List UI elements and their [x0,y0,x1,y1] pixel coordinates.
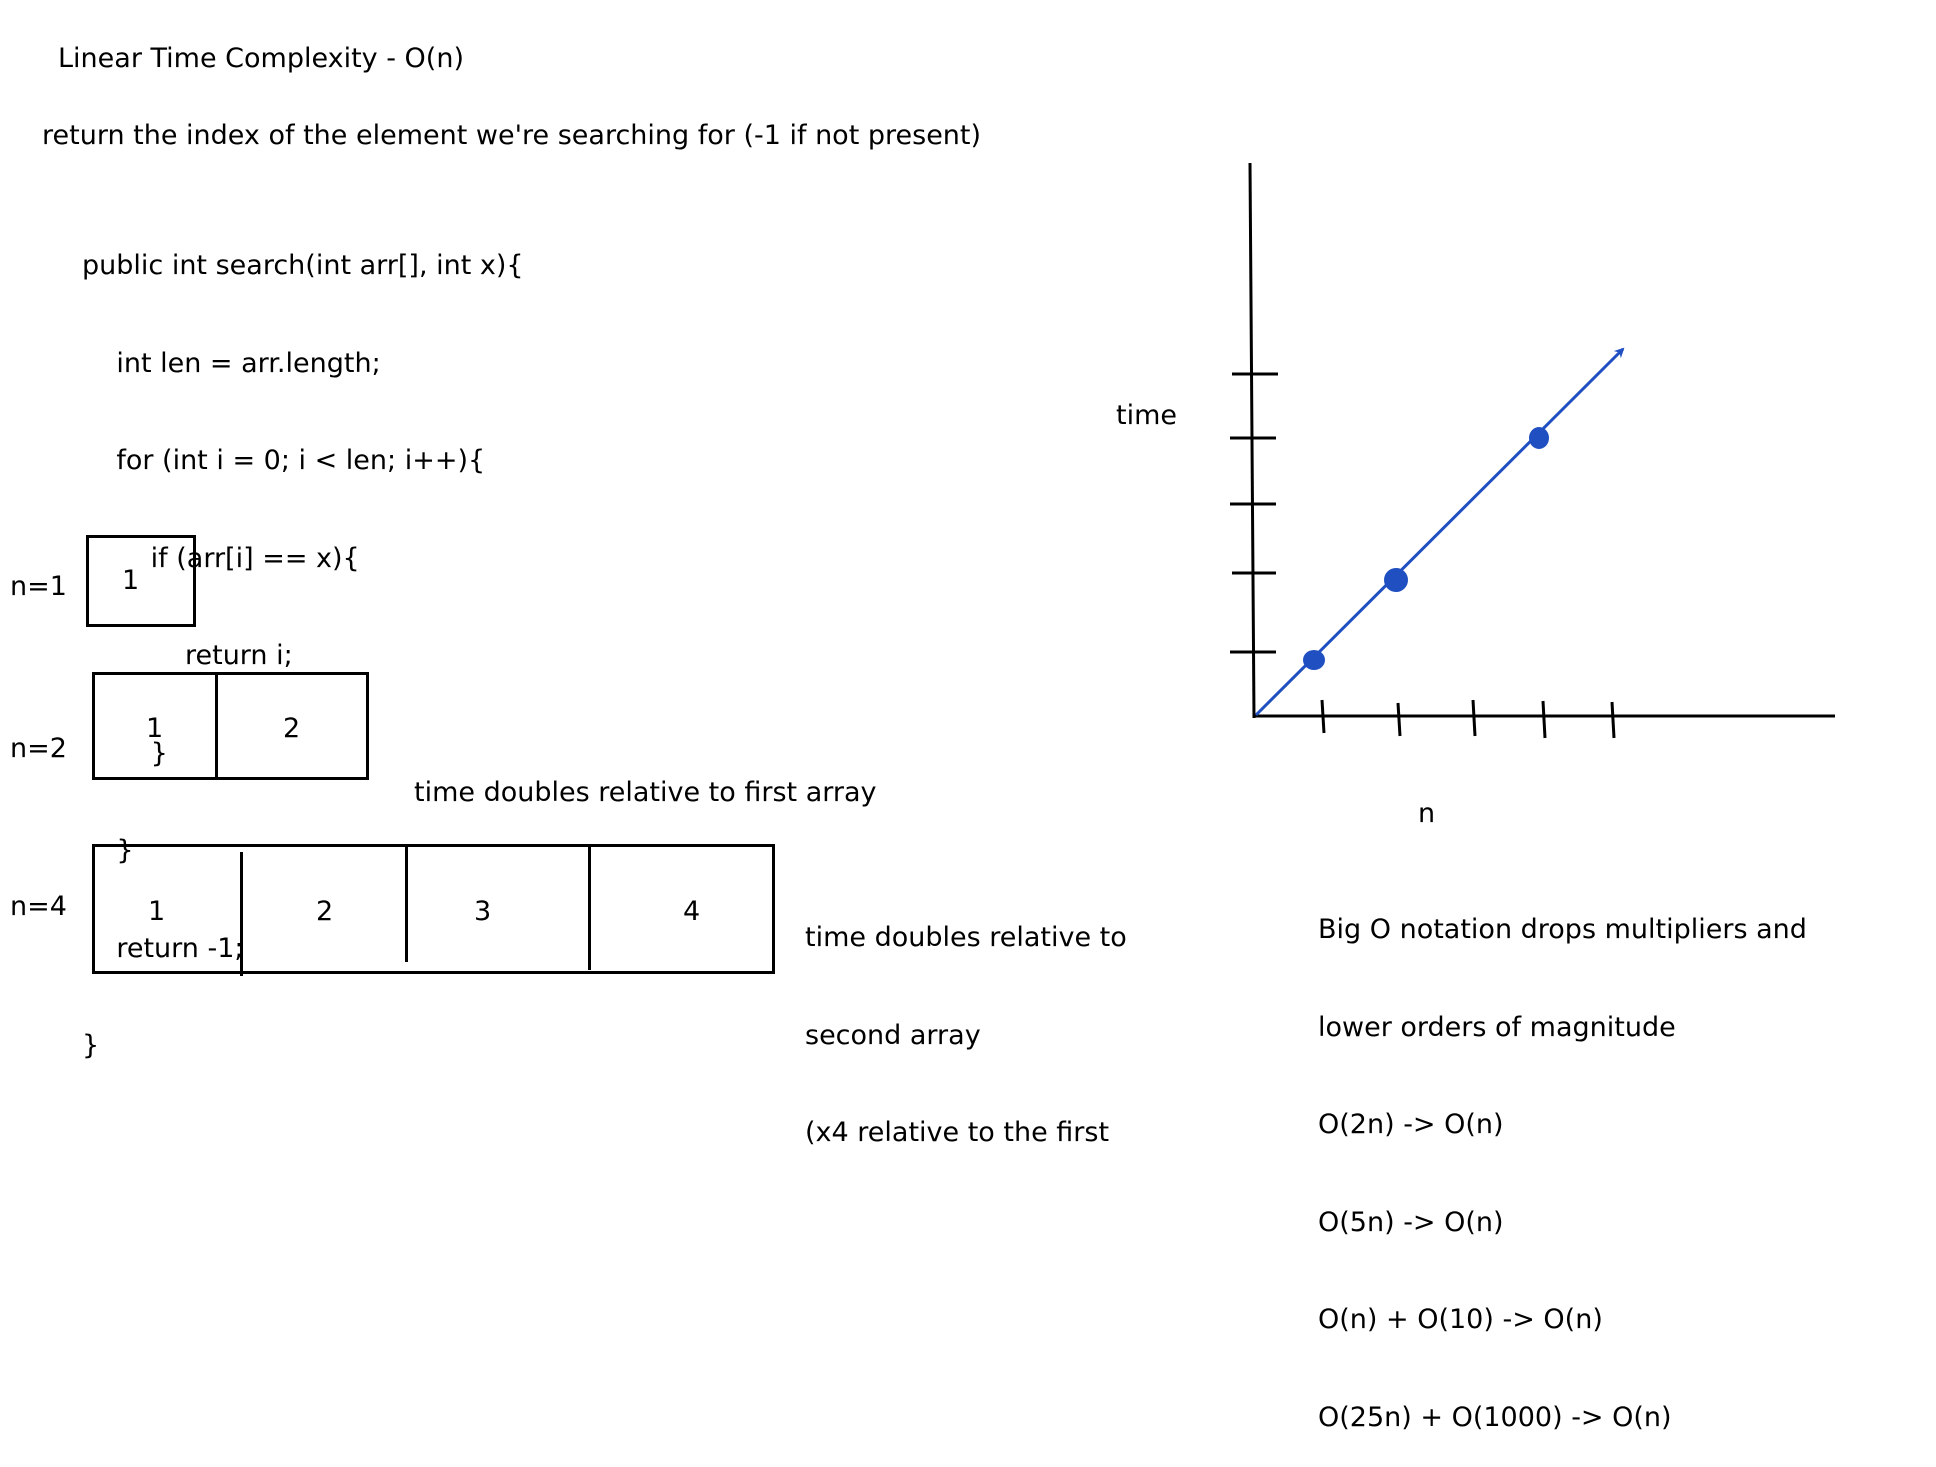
code-line: for (int i = 0; i < len; i++){ [82,445,486,476]
array-note: time doubles relative to first array [414,712,877,842]
cell-divider [405,844,408,962]
note-line: (x4 relative to the first [805,1117,1110,1148]
array-box-n2 [92,672,369,780]
x-tick [1541,700,1547,739]
cell-divider [240,852,243,976]
note-line: O(5n) -> O(n) [1318,1206,1504,1238]
array-box-n4 [92,844,775,974]
array-size-label: n=2 [10,733,67,764]
x-axis-label: n [1418,798,1436,829]
big-o-notes: Big O notation drops multipliers and low… [1318,849,1807,1467]
note-line: Big O notation drops multipliers and [1318,914,1807,945]
array-cell: 3 [474,896,492,927]
cell-divider [215,672,218,780]
code-line: if (arr[i] == x){ [82,542,360,574]
array-cell: 1 [148,896,166,927]
array-cell: 1 [146,713,164,744]
code-line: } [82,737,168,769]
note-line: time doubles relative to first array [414,777,877,808]
array-box-n1 [86,535,196,627]
code-line: } [82,1030,100,1061]
problem-description: return the index of the element we're se… [42,120,982,151]
array-size-label: n=1 [10,571,67,602]
array-size-label: n=4 [10,891,67,922]
array-cell: 2 [316,896,334,927]
code-block: public int search(int arr[], int x){ int… [82,185,524,1095]
x-tick [1320,699,1326,734]
code-line: public int search(int arr[], int x){ [82,250,524,281]
data-point [1384,568,1408,592]
note-line: lower orders of magnitude [1318,1011,1676,1043]
data-point [1303,650,1325,670]
note-line: O(n) + O(10) -> O(n) [1318,1304,1603,1335]
array-cell: 1 [122,565,140,596]
note-line: O(25n) + O(1000) -> O(n) [1318,1401,1672,1433]
complexity-graph [1230,162,1835,739]
x-tick [1471,699,1477,737]
y-axis [1248,162,1256,719]
page-title: Linear Time Complexity - O(n) [58,43,464,74]
code-line: int len = arr.length; [82,347,381,379]
cell-divider [588,846,591,970]
x-tick [1610,701,1616,739]
x-tick [1396,702,1402,737]
code-line: return -1; [82,932,244,964]
note-line: O(2n) -> O(n) [1318,1109,1504,1140]
code-line: } [82,835,134,866]
data-point [1529,427,1549,449]
note-line: time doubles relative to [805,922,1127,953]
array-cell: 2 [283,713,301,744]
array-cell: 4 [683,896,701,927]
y-axis-label: time [1116,400,1178,431]
note-line: second array [805,1019,981,1051]
code-line: return i; [82,640,293,671]
